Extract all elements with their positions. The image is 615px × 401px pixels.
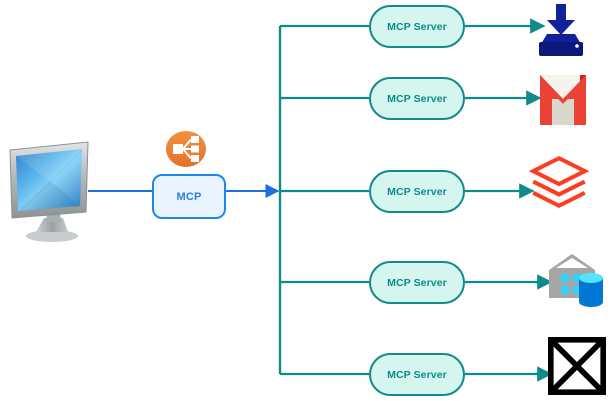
mcp-server-label-1: MCP Server [387,20,447,33]
mcp-server-node-4[interactable]: MCP Server [369,261,465,304]
mcp-server-node-3[interactable]: MCP Server [369,170,465,213]
broken-image-placeholder-icon[interactable] [546,337,608,395]
mcp-hub-label: MCP [176,190,202,203]
gmail-icon[interactable] [532,71,594,129]
mcp-server-node-2[interactable]: MCP Server [369,77,465,120]
fan-out-share-icon [166,131,206,167]
mcp-server-label-4: MCP Server [387,276,447,289]
mcp-server-label-5: MCP Server [387,368,447,381]
desktop-monitor-icon [9,141,89,242]
mcp-server-label-2: MCP Server [387,92,447,105]
mcp-server-node-5[interactable]: MCP Server [369,353,465,396]
mcp-server-node-1[interactable]: MCP Server [369,5,465,48]
databricks-icon[interactable] [528,155,590,213]
mcp-hub-node[interactable]: MCP [152,174,226,219]
download-to-drive-icon[interactable] [530,2,592,60]
mcp-server-label-3: MCP Server [387,185,447,198]
data-warehouse-icon[interactable] [545,252,607,310]
